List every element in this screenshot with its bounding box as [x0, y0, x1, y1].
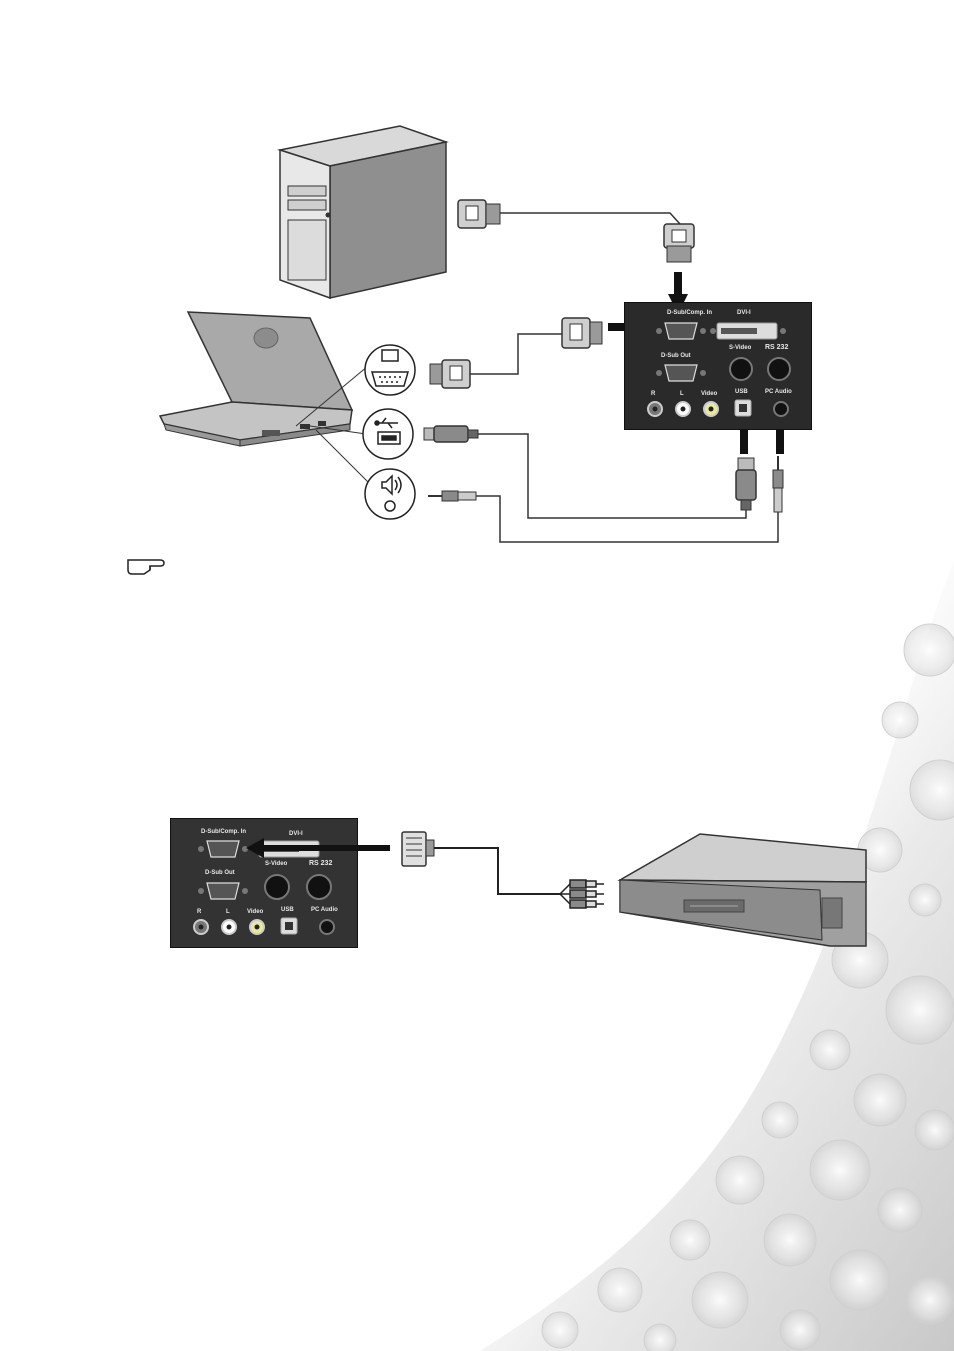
audio-cable — [428, 456, 783, 542]
label-r: R — [651, 391, 655, 397]
label-video: Video — [701, 391, 717, 397]
vga-cable-laptop — [430, 318, 602, 388]
label-usb: USB — [735, 389, 748, 395]
label-l: L — [680, 391, 684, 397]
dvd-player — [620, 834, 866, 946]
desktop-tower — [280, 126, 446, 298]
label-s-video: S-Video — [729, 345, 751, 351]
vga-cable-desktop — [458, 200, 694, 262]
usb-cable — [424, 426, 756, 518]
panel-ports-top — [625, 303, 811, 429]
label-rs232: RS 232 — [765, 344, 788, 351]
monitor-port-callout — [365, 345, 415, 395]
pointing-hand-icon — [128, 560, 164, 574]
arrow-component-to-projector — [246, 838, 390, 858]
laptop — [160, 312, 352, 446]
label-dvi-i: DVI-I — [737, 310, 751, 316]
label-pc-audio: PC Audio — [765, 389, 792, 395]
label-dsub-comp-in: D-Sub/Comp. In — [667, 310, 712, 316]
pc-connection-diagram — [0, 0, 954, 600]
component-dsub-adapter — [402, 832, 434, 866]
projector-panel-top: D-Sub/Comp. In DVI-I D-Sub Out S-Video R… — [624, 302, 812, 430]
component-connection-diagram — [0, 800, 954, 980]
rca-plugs — [560, 880, 604, 908]
label-dsub-out: D-Sub Out — [661, 353, 691, 359]
